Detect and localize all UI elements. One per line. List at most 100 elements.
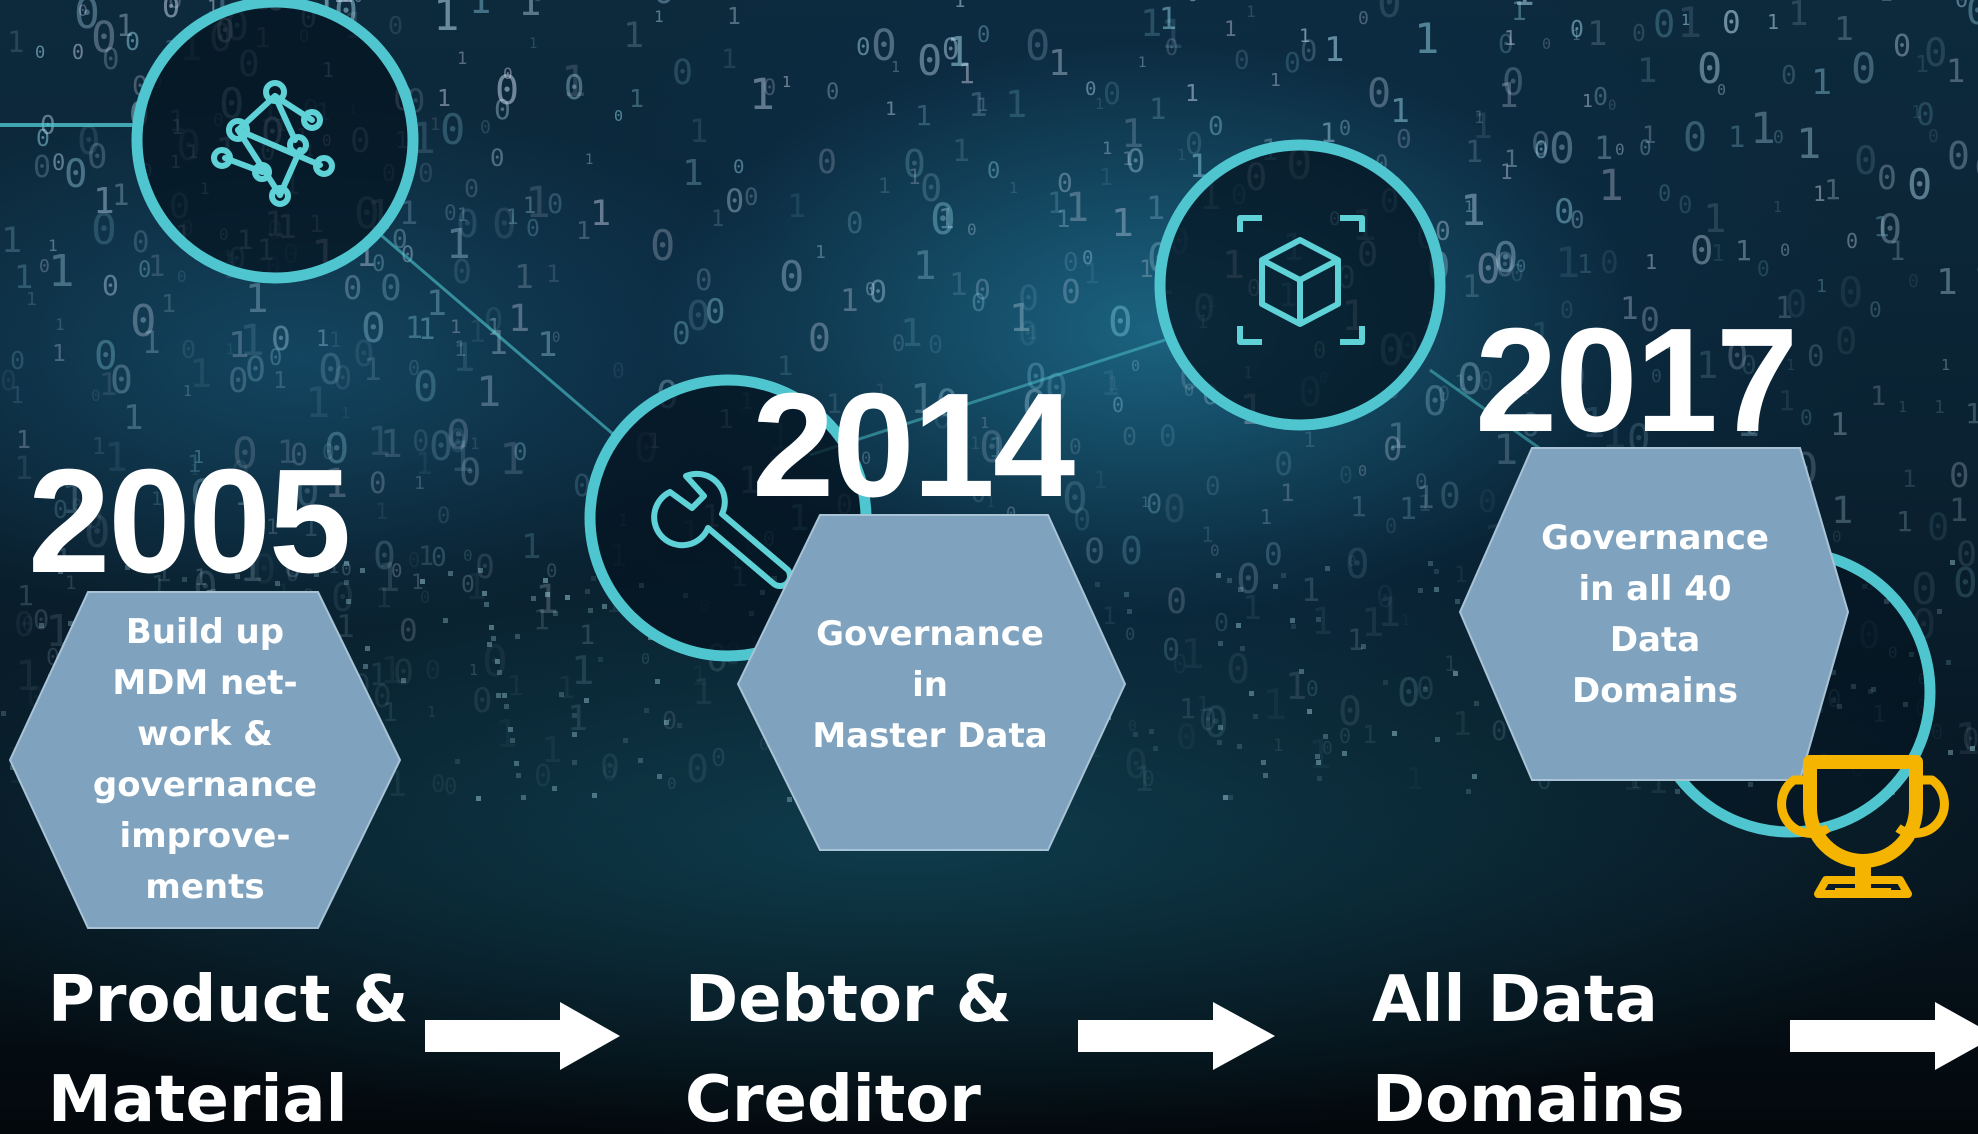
svg-text:0: 0 (779, 252, 804, 301)
svg-text:0: 0 (279, 482, 292, 506)
svg-text:0: 0 (87, 137, 107, 177)
svg-text:1: 1 (567, 699, 588, 739)
svg-text:0: 0 (641, 650, 650, 668)
svg-text:0: 0 (77, 119, 100, 164)
svg-text:1: 1 (65, 572, 76, 594)
svg-text:1: 1 (190, 461, 199, 479)
svg-text:1: 1 (328, 556, 339, 578)
svg-text:0: 0 (808, 316, 831, 360)
svg-text:0: 0 (494, 93, 511, 126)
svg-text:1: 1 (1121, 112, 1144, 157)
arrow-2 (1078, 1002, 1275, 1070)
svg-text:0: 0 (1570, 206, 1584, 234)
svg-text:1: 1 (506, 205, 519, 229)
svg-text:1: 1 (194, 566, 207, 591)
svg-text:0: 0 (1236, 555, 1261, 603)
svg-text:1: 1 (1005, 83, 1027, 126)
svg-text:1: 1 (1083, 257, 1100, 290)
svg-text:1: 1 (382, 698, 398, 728)
svg-text:1: 1 (1197, 692, 1209, 716)
svg-text:1: 1 (1973, 260, 1978, 305)
svg-text:0: 0 (869, 275, 887, 310)
svg-text:0: 0 (1108, 298, 1133, 346)
svg-text:1: 1 (1879, 0, 1893, 7)
svg-text:1: 1 (541, 730, 563, 771)
svg-text:0: 0 (1187, 0, 1198, 6)
svg-text:0: 0 (1018, 279, 1039, 319)
svg-text:0: 0 (252, 547, 276, 593)
svg-text:0: 0 (353, 334, 375, 375)
svg-text:0: 0 (1358, 8, 1369, 29)
svg-text:1: 1 (14, 449, 33, 487)
svg-text:0: 0 (284, 550, 302, 585)
svg-text:0: 0 (181, 335, 196, 364)
svg-text:0: 0 (1854, 139, 1877, 184)
trophy-icon (1777, 755, 1949, 898)
year-2005: 2005 (28, 439, 351, 604)
svg-text:1: 1 (980, 414, 989, 432)
svg-text:1: 1 (17, 579, 34, 612)
svg-text:1: 1 (1108, 373, 1119, 395)
svg-text:1: 1 (1517, 375, 1530, 399)
svg-text:0: 0 (1908, 271, 1919, 292)
svg-text:1: 1 (915, 99, 932, 132)
svg-text:1: 1 (885, 98, 896, 120)
svg-text:0: 0 (341, 0, 351, 5)
svg-text:0: 0 (1069, 435, 1082, 459)
svg-text:0: 0 (232, 429, 258, 479)
svg-text:0: 0 (475, 547, 495, 586)
svg-text:0: 0 (1338, 689, 1362, 735)
icon-ring-2005 (131, 0, 419, 284)
svg-text:0: 0 (1025, 21, 1050, 70)
svg-text:1: 1 (452, 336, 475, 381)
svg-text:0: 0 (53, 495, 68, 524)
svg-text:0: 0 (245, 350, 266, 390)
svg-text:1: 1 (1465, 135, 1483, 170)
svg-text:0: 0 (1911, 564, 1938, 615)
svg-text:0: 0 (290, 438, 308, 473)
svg-text:1: 1 (331, 0, 354, 12)
wrench-icon (651, 470, 793, 589)
label-debtor-creditor: Debtor & Creditor (685, 950, 1012, 1134)
svg-text:0: 0 (672, 53, 693, 93)
svg-text:1: 1 (1581, 399, 1606, 447)
svg-text:1: 1 (1362, 720, 1377, 749)
svg-text:1: 1 (228, 325, 250, 366)
svg-text:0: 0 (1025, 357, 1047, 398)
svg-text:1: 1 (1160, 12, 1184, 58)
svg-text:0: 0 (33, 150, 51, 185)
hex-line: MDM net- (112, 663, 298, 703)
svg-text:0: 0 (1166, 582, 1187, 622)
svg-text:0: 0 (1300, 34, 1317, 68)
svg-text:0: 0 (1348, 554, 1356, 570)
svg-text:0: 0 (1435, 217, 1451, 247)
svg-text:0: 0 (452, 252, 472, 291)
svg-text:1: 1 (341, 404, 350, 422)
svg-text:1: 1 (571, 649, 594, 694)
svg-text:1: 1 (1896, 505, 1913, 538)
cube-icon (1237, 215, 1365, 345)
svg-text:0: 0 (1570, 17, 1584, 43)
svg-text:0: 0 (461, 572, 475, 598)
hexagon-text-2014: Governance in Master Data (780, 580, 1080, 790)
svg-text:1: 1 (1677, 0, 1702, 47)
svg-text:1: 1 (1934, 397, 1945, 418)
svg-text:1: 1 (1390, 91, 1410, 130)
svg-text:0: 0 (744, 183, 758, 211)
svg-text:1: 1 (521, 527, 541, 567)
svg-text:0: 0 (1226, 647, 1250, 693)
svg-text:1: 1 (1242, 588, 1262, 627)
svg-text:0: 0 (429, 424, 453, 470)
svg-text:1: 1 (949, 267, 968, 303)
svg-text:1: 1 (1, 221, 22, 261)
svg-text:0: 0 (667, 774, 677, 793)
svg-text:0: 0 (373, 679, 392, 715)
svg-text:0: 0 (1838, 268, 1863, 317)
svg-text:1: 1 (433, 0, 460, 41)
svg-text:1: 1 (1452, 704, 1472, 743)
svg-text:1: 1 (507, 669, 524, 702)
svg-text:0: 0 (418, 159, 434, 189)
svg-text:1: 1 (26, 289, 37, 310)
svg-text:0: 0 (1554, 192, 1574, 232)
